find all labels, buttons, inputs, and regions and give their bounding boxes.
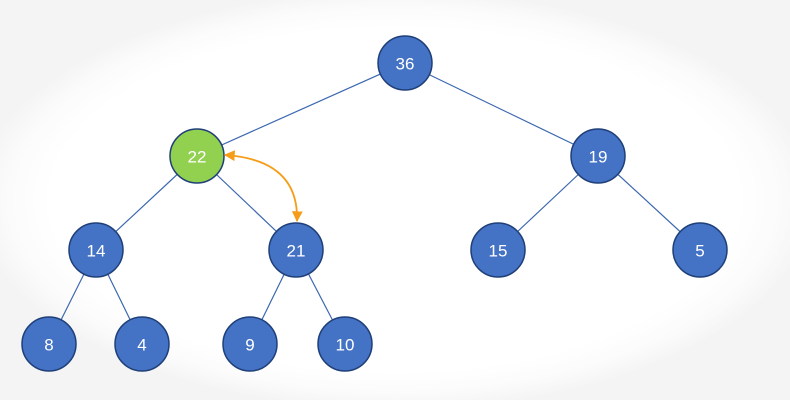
tree-node-22: 22 bbox=[169, 128, 225, 184]
node-circle bbox=[470, 222, 526, 278]
tree-node-10: 10 bbox=[317, 316, 373, 372]
node-label: 14 bbox=[87, 242, 106, 261]
node-circle bbox=[222, 316, 278, 372]
node-circle bbox=[268, 222, 324, 278]
tree-edge-36-22 bbox=[196, 62, 406, 157]
node-label: 5 bbox=[695, 242, 704, 261]
tree-node-9: 9 bbox=[222, 316, 278, 372]
tree-edge-36-19 bbox=[404, 62, 599, 157]
tree-node-36: 36 bbox=[377, 35, 433, 91]
node-circle bbox=[317, 316, 373, 372]
tree-edges bbox=[48, 62, 701, 345]
swap-arrow-icon bbox=[223, 150, 303, 223]
node-label: 8 bbox=[44, 336, 53, 355]
tree-node-4: 4 bbox=[114, 316, 170, 372]
tree-node-15: 15 bbox=[470, 222, 526, 278]
node-label: 9 bbox=[245, 336, 254, 355]
node-label: 19 bbox=[589, 148, 608, 167]
tree-nodes: 36 22 19 14 21 15 5 8 4 9 10 bbox=[21, 35, 728, 372]
tree-node-21: 21 bbox=[268, 222, 324, 278]
node-circle bbox=[68, 222, 124, 278]
node-circle bbox=[672, 222, 728, 278]
tree-node-8: 8 bbox=[21, 316, 77, 372]
node-circle bbox=[377, 35, 433, 91]
node-circle bbox=[21, 316, 77, 372]
swap-arrows bbox=[223, 150, 303, 223]
node-label: 10 bbox=[336, 336, 355, 355]
node-circle bbox=[114, 316, 170, 372]
tree-node-14: 14 bbox=[68, 222, 124, 278]
node-circle bbox=[570, 128, 626, 184]
node-label: 15 bbox=[489, 242, 508, 261]
node-label: 36 bbox=[396, 55, 415, 74]
tree-node-19: 19 bbox=[570, 128, 626, 184]
tree-node-5: 5 bbox=[672, 222, 728, 278]
node-label: 4 bbox=[137, 336, 146, 355]
node-label: 22 bbox=[188, 148, 207, 167]
node-label: 21 bbox=[287, 242, 306, 261]
